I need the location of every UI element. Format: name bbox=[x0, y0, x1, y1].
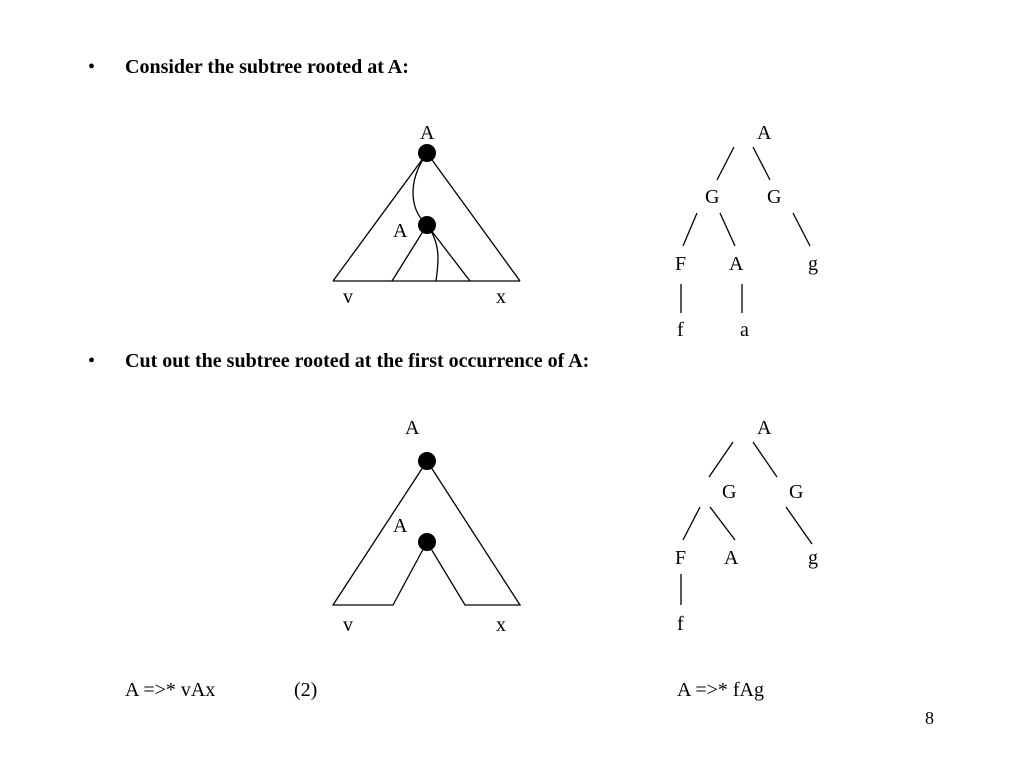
top-triangle-root-label: A bbox=[420, 122, 435, 144]
top-triangle-right-edge bbox=[426, 152, 521, 282]
top-tree-f-leaf: f bbox=[677, 319, 684, 341]
top-tree-root: A bbox=[757, 122, 772, 144]
page-number: 8 bbox=[925, 708, 934, 728]
top-tree-g-right: G bbox=[767, 186, 782, 208]
top-tree-g-leaf: g bbox=[808, 253, 818, 275]
top-root-node-dot bbox=[418, 144, 436, 162]
edge bbox=[792, 212, 811, 247]
bottom-tree-a-node: A bbox=[724, 547, 739, 569]
equation-number: (2) bbox=[294, 679, 318, 701]
top-tree-edges bbox=[680, 146, 811, 313]
edge bbox=[709, 506, 736, 541]
bottom-triangle bbox=[331, 460, 522, 606]
bottom-inner-node-dot bbox=[418, 533, 436, 551]
bottom-tree-g-right: G bbox=[789, 481, 804, 503]
bottom-triangle-root-label: A bbox=[405, 417, 420, 439]
bullet-text-cut-out: Cut out the subtree rooted at the first … bbox=[125, 350, 590, 372]
top-inner-left-edge bbox=[391, 224, 428, 282]
bullet-text-consider: Consider the subtree rooted at A: bbox=[125, 56, 409, 78]
top-tree-a-leaf: a bbox=[740, 319, 749, 341]
edge bbox=[708, 441, 734, 478]
bottom-tree-f-node: F bbox=[675, 547, 687, 569]
derivation-left: A =>* vAx bbox=[125, 679, 216, 701]
bottom-tree-g-leaf: g bbox=[808, 547, 818, 569]
top-tree-g-left: G bbox=[705, 186, 720, 208]
top-triangle-right-label: x bbox=[496, 286, 506, 308]
bottom-triangle-inner-label: A bbox=[393, 515, 408, 537]
bullet-marker: • bbox=[88, 56, 96, 78]
bottom-tree-g-left: G bbox=[722, 481, 737, 503]
edge bbox=[682, 506, 701, 541]
bottom-triangle-left-label: v bbox=[343, 614, 353, 636]
edge bbox=[752, 146, 771, 181]
edge bbox=[785, 506, 813, 545]
bottom-triangle-outline bbox=[331, 460, 522, 606]
bottom-triangle-right-label: x bbox=[496, 614, 506, 636]
top-path-curve-upper bbox=[412, 152, 428, 226]
top-triangle-left-edge bbox=[332, 152, 428, 282]
edge bbox=[719, 212, 736, 247]
edge bbox=[716, 146, 735, 181]
top-triangle-left-label: v bbox=[343, 286, 353, 308]
bottom-root-node-dot bbox=[418, 452, 436, 470]
top-triangle-inner-label: A bbox=[393, 220, 408, 242]
edge bbox=[682, 212, 698, 247]
top-tree-a-node: A bbox=[729, 253, 744, 275]
edge bbox=[752, 441, 778, 478]
top-inner-node-dot bbox=[418, 216, 436, 234]
derivation-right: A =>* fAg bbox=[677, 679, 765, 701]
bottom-tree-f-leaf: f bbox=[677, 613, 684, 635]
bottom-tree-root: A bbox=[757, 417, 772, 439]
bottom-tree-edges bbox=[680, 441, 813, 605]
top-tree-f-node: F bbox=[675, 253, 687, 275]
bullet-marker: • bbox=[88, 350, 96, 372]
top-inner-right-edge bbox=[426, 224, 471, 282]
